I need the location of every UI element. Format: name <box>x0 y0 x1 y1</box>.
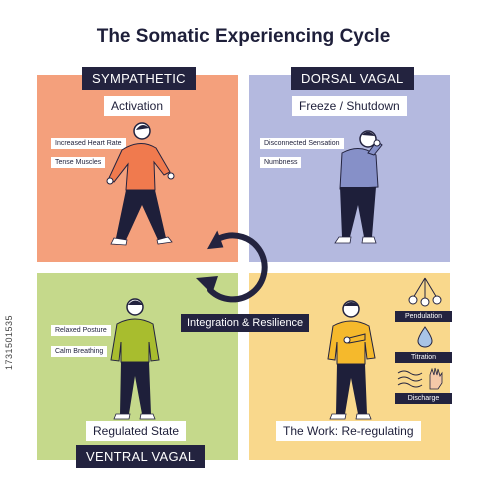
watermark-id: 1731501535 <box>4 314 14 370</box>
note-relaxed-posture: Relaxed Posture <box>51 325 111 336</box>
integration-resilience-label: Integration & Resilience <box>181 314 310 332</box>
dorsal-vagal-label: DORSAL VAGAL <box>291 67 414 90</box>
note-disconnected-sensation: Disconnected Sensation <box>260 138 344 149</box>
shutdown-person-figure <box>334 130 383 244</box>
note-tense-muscles: Tense Muscles <box>51 157 106 168</box>
water-drop-icon <box>417 326 433 348</box>
ventral-vagal-label: VENTRAL VAGAL <box>76 445 206 468</box>
reregulating-label: The Work: Re-regulating <box>276 421 421 441</box>
note-heart-rate: Increased Heart Rate <box>51 138 126 149</box>
regulated-state-label: Regulated State <box>86 421 187 441</box>
page-title: The Somatic Experiencing Cycle <box>96 26 391 47</box>
cycle-arrow-icon <box>196 230 268 303</box>
shaking-hand-icon <box>397 367 443 390</box>
reregulating-person-figure <box>327 300 376 420</box>
pendulation-label: Pendulation <box>395 311 452 322</box>
activated-person-figure <box>106 122 175 246</box>
titration-label: Titration <box>395 352 452 363</box>
sympathetic-label: SYMPATHETIC <box>82 67 196 90</box>
discharge-label: Discharge <box>395 393 452 404</box>
regulated-person-figure <box>110 298 160 420</box>
activation-label: Activation <box>104 96 171 116</box>
note-numbness: Numbness <box>260 157 302 168</box>
freeze-shutdown-label: Freeze / Shutdown <box>292 96 407 116</box>
pendulum-icon <box>408 277 442 307</box>
note-calm-breathing: Calm Breathing <box>51 346 108 357</box>
